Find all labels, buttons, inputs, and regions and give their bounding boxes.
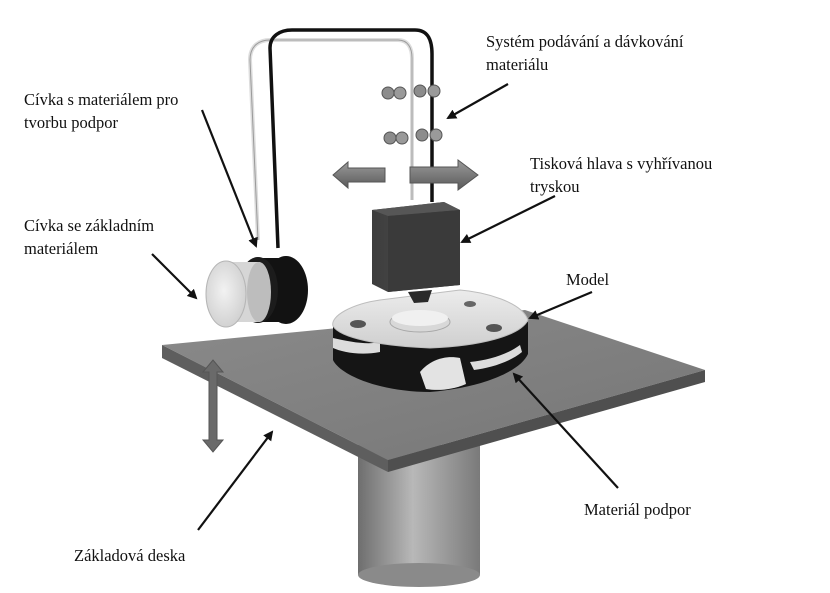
arrow-model	[528, 290, 593, 320]
label-model-line1: Model	[566, 270, 610, 289]
label-feed-system-line1: Systém podávání a dávkování	[486, 32, 684, 51]
plate-pillar	[358, 445, 480, 587]
label-support-material: Materiál podpor	[584, 498, 691, 521]
label-support-material-line1: Materiál podpor	[584, 500, 691, 519]
filament-lines	[247, 28, 434, 249]
label-model: Model	[566, 268, 609, 291]
support-material-spool	[205, 260, 271, 328]
arrow-base-plate	[197, 430, 274, 531]
print-head	[372, 202, 460, 303]
x-axis-arrow-icon	[332, 159, 479, 191]
z-axis-arrow-icon	[201, 359, 225, 453]
arrow-print-head	[460, 195, 556, 243]
label-base-spool: Cívka se základním materiálem	[24, 214, 154, 260]
arrow-base-spool	[151, 253, 198, 300]
label-base-spool-line2: materiálem	[24, 239, 99, 258]
label-print-head-line2: tryskou	[530, 177, 580, 196]
label-support-spool: Cívka s materiálem pro tvorbu podpor	[24, 88, 178, 134]
label-feed-system-line2: materiálu	[486, 55, 549, 74]
label-print-head-line1: Tisková hlava s vyhřívanou	[530, 154, 713, 173]
feed-rollers	[381, 84, 443, 145]
callout-arrows	[151, 83, 619, 531]
arrow-support-material	[512, 372, 619, 489]
label-support-spool-line2: tvorbu podpor	[24, 113, 118, 132]
arrow-support-spool	[200, 109, 258, 248]
label-feed-system: Systém podávání a dávkování materiálu	[486, 30, 684, 76]
label-base-spool-line1: Cívka se základním	[24, 216, 155, 235]
model-top	[332, 289, 529, 349]
label-base-plate-line1: Základová deska	[74, 546, 186, 565]
label-support-spool-line1: Cívka s materiálem pro	[24, 90, 179, 109]
arrow-feed-system	[446, 83, 509, 119]
label-print-head: Tisková hlava s vyhřívanou tryskou	[530, 152, 712, 198]
label-base-plate: Základová deska	[74, 544, 185, 567]
